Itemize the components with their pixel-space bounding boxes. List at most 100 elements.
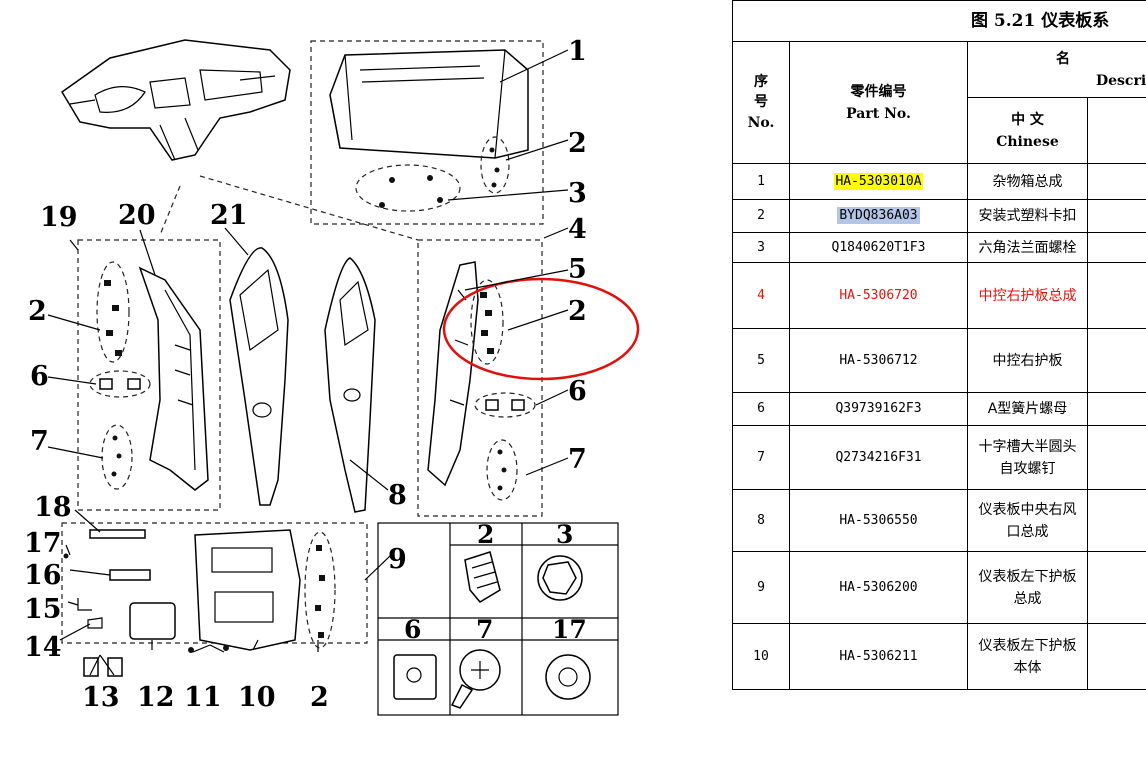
header-name-cn: 名	[1056, 50, 1070, 67]
header-seq: 序号 No.	[732, 41, 790, 164]
row-part-number-cell: Q2734216F31	[789, 425, 968, 490]
row-part-number-cell: HA-5306720	[789, 262, 968, 329]
left-air-vent	[229, 247, 289, 506]
right-air-vent	[324, 257, 376, 513]
header-chinese-cn: 中 文	[1011, 111, 1044, 128]
row-chinese-name: 十字槽大半圆头自攻螺钉	[967, 425, 1088, 490]
row-part-number-cell: HA-5306200	[789, 551, 968, 624]
parts-table: 图 5.21 仪表板系 序号 No. 零件编号 Part No. 名 Descr…	[732, 0, 1146, 690]
row-description-cell	[1087, 163, 1146, 200]
row-chinese-name: 安装式塑料卡扣	[967, 199, 1088, 233]
row-part-number-cell: HA-5306550	[789, 489, 968, 552]
header-name: 名 Descri	[967, 41, 1146, 98]
row-description-cell	[1087, 489, 1146, 552]
callout-15: 15	[24, 594, 62, 625]
row-part-number-cell: HA-5303010A	[789, 163, 968, 200]
callout-2-left: 2	[28, 296, 47, 327]
callout-14: 14	[24, 632, 62, 663]
callout-2: 2	[568, 128, 587, 159]
callout-9: 9	[388, 544, 407, 575]
callout-20: 20	[118, 200, 156, 231]
callout-6-left: 6	[30, 361, 49, 392]
row-description-cell	[1087, 392, 1146, 426]
header-name-en: Descri	[1096, 72, 1146, 89]
row-number: 10	[732, 623, 790, 690]
callout-16: 16	[24, 560, 62, 591]
callout-2-right: 2	[568, 296, 587, 327]
row-description-cell	[1087, 425, 1146, 490]
glove-box-part	[329, 49, 529, 159]
row-part-number: HA-5306211	[839, 648, 918, 664]
callout-5: 5	[568, 254, 587, 285]
header-part: 零件编号 Part No.	[789, 41, 968, 164]
callout-11: 11	[184, 682, 222, 713]
header-chinese: 中 文 Chinese	[967, 97, 1088, 164]
row-chinese-name: 中控右护板	[967, 328, 1088, 393]
callout-13: 13	[82, 682, 120, 713]
callout-12: 12	[137, 682, 175, 713]
inset-label-6: 6	[404, 615, 421, 644]
row-number: 9	[732, 551, 790, 624]
row-description-cell	[1087, 551, 1146, 624]
callout-2-bottom: 2	[310, 682, 329, 713]
row-part-number: HA-5303010A	[834, 172, 923, 190]
clip-icon	[464, 551, 501, 603]
row-description-cell	[1087, 623, 1146, 690]
parts-table-panel: 图 5.21 仪表板系 序号 No. 零件编号 Part No. 名 Descr…	[732, 0, 1146, 763]
callout-6-right: 6	[568, 376, 587, 407]
row-part-number: HA-5306712	[839, 352, 918, 368]
row-part-number: Q2734216F31	[835, 449, 922, 465]
row-number: 6	[732, 392, 790, 426]
row-part-number-cell: Q39739162F3	[789, 392, 968, 426]
row-number: 5	[732, 328, 790, 393]
row-part-number: HA-5306200	[839, 579, 918, 595]
row-number: 2	[732, 199, 790, 233]
inset-label-17: 17	[552, 615, 587, 644]
callout-7-right: 7	[568, 444, 587, 475]
row-chinese-name: 中控右护板总成	[967, 262, 1088, 329]
callout-21: 21	[210, 200, 248, 231]
row-part-number-cell: BYDQ836A03	[789, 199, 968, 233]
exploded-parts-diagram: 1 2 3 19 20 21 4 5 2 2 6 6 7 7 8 18 17 1…	[24, 36, 640, 716]
header-seq-en: No.	[747, 114, 775, 131]
header-part-cn: 零件编号	[850, 83, 907, 100]
right-trim-panel	[427, 261, 479, 487]
row-part-number: Q39739162F3	[835, 401, 922, 416]
header-chinese-en: Chinese	[996, 133, 1059, 150]
callout-17: 17	[24, 528, 62, 559]
row-description-cell	[1087, 232, 1146, 263]
washer-icon	[545, 654, 591, 700]
table-row: 9 HA-5306200 仪表板左下护板总成	[732, 551, 1146, 624]
row-number: 1	[732, 163, 790, 200]
callout-10: 10	[238, 682, 276, 713]
switch-bezel-part	[129, 602, 176, 640]
row-description-cell	[1087, 328, 1146, 393]
callout-7-left: 7	[30, 426, 49, 457]
callout-19: 19	[40, 202, 78, 233]
row-description-cell	[1087, 262, 1146, 329]
row-number: 3	[732, 232, 790, 263]
header-seq-cn: 序号	[754, 73, 768, 110]
callout-3: 3	[568, 178, 587, 209]
row-chinese-name: 仪表板中央右风口总成	[967, 489, 1088, 552]
row-chinese-name: 仪表板左下护板本体	[967, 623, 1088, 690]
row-chinese-name: 六角法兰面螺栓	[967, 232, 1088, 263]
row-chinese-name: 仪表板左下护板总成	[967, 551, 1088, 624]
row-part-number: HA-5306720	[839, 287, 918, 303]
row-part-number: HA-5306550	[839, 512, 918, 528]
row-chinese-name: 杂物箱总成	[967, 163, 1088, 200]
table-row: 5 HA-5306712 中控右护板	[732, 328, 1146, 393]
row-number: 4	[732, 262, 790, 329]
header-part-en: Part No.	[846, 105, 911, 122]
callout-8: 8	[388, 480, 407, 511]
inset-label-7: 7	[476, 615, 493, 644]
table-row: 4 HA-5306720 中控右护板总成	[732, 262, 1146, 329]
lower-panel-part	[194, 529, 301, 651]
inset-label-3: 3	[556, 520, 573, 549]
red-highlight-circle	[442, 277, 640, 381]
table-row: 1 HA-5303010A 杂物箱总成	[732, 163, 1146, 200]
row-part-number-cell: HA-5306211	[789, 623, 968, 690]
